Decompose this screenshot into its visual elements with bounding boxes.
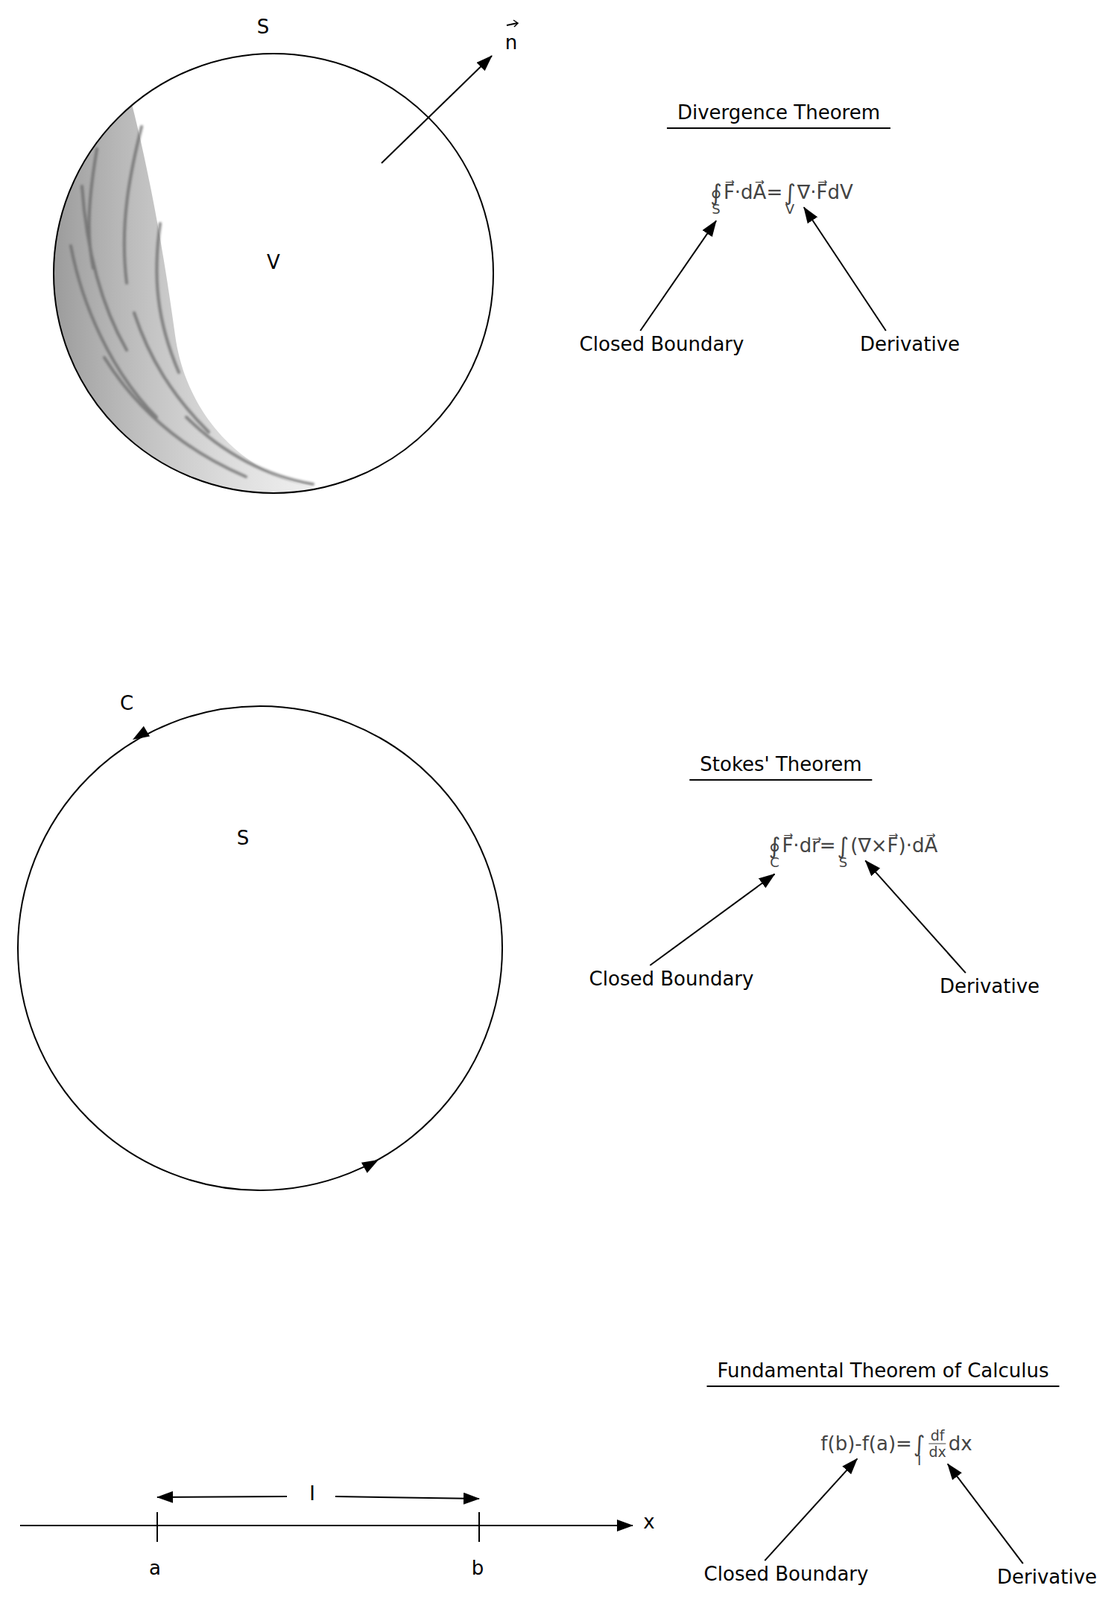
region-label: S <box>236 827 250 851</box>
streak <box>104 357 246 477</box>
integral-domain: C <box>769 855 780 871</box>
endpoint-label: a <box>149 1558 161 1581</box>
callout-label: Closed Boundary <box>704 1564 869 1587</box>
region-label: V <box>266 251 281 275</box>
leader-arrow <box>865 860 966 974</box>
circle-border <box>17 706 503 1191</box>
integral: ∫S <box>836 833 851 859</box>
streak <box>156 223 179 373</box>
denominator: dx <box>928 1444 946 1461</box>
shading-crescent <box>53 104 320 494</box>
region-label: C <box>119 693 134 716</box>
streak <box>124 126 142 284</box>
region-label: S <box>257 16 270 39</box>
interval-name: I <box>309 1483 316 1507</box>
streak <box>70 245 157 418</box>
formula-term: (∇×F⃗)·dA⃗ <box>850 835 938 857</box>
circle-border <box>53 53 494 494</box>
tick <box>156 1512 158 1543</box>
formula-term: dx <box>948 1433 973 1456</box>
theorem-title: Stokes' Theorem <box>689 754 872 781</box>
leader-arrow <box>649 874 775 966</box>
callout-label: Derivative <box>859 333 960 357</box>
leader-arrow <box>640 220 717 331</box>
streak <box>89 149 97 269</box>
callout-label: Closed Boundary <box>589 968 755 992</box>
integral: ∮S <box>708 180 724 205</box>
normal-arrow <box>381 55 492 164</box>
integral-domain: S <box>711 201 720 217</box>
vector-hat <box>513 20 518 27</box>
formula-term: F⃗·dr⃗= <box>781 835 836 857</box>
circle-region: CS <box>17 705 503 1192</box>
numerator: df <box>930 1428 945 1445</box>
x-axis <box>20 1525 633 1527</box>
formula: ∮SF⃗·dA⃗=∫V∇·F⃗dV <box>708 180 853 205</box>
integral-domain: S <box>839 855 848 871</box>
endpoint-label: b <box>471 1558 485 1581</box>
integral-domain: I <box>917 1453 922 1469</box>
integral-domain: V <box>785 201 795 217</box>
streak <box>134 312 209 433</box>
fraction: dfdx <box>928 1428 946 1461</box>
volume-shading <box>53 104 320 494</box>
callout-label: Closed Boundary <box>579 333 745 357</box>
callout-label: Derivative <box>939 976 1040 999</box>
theorem-title: Fundamental Theorem of Calculus <box>707 1360 1060 1388</box>
axis-label: x <box>643 1511 655 1535</box>
vector-name: n <box>505 32 518 55</box>
callout-label: Derivative <box>997 1567 1097 1590</box>
theorem-title: Divergence Theorem <box>666 102 891 129</box>
leader-arrow <box>947 1464 1024 1565</box>
formula: f(b)-f(a)=∫Idfdxdx <box>820 1428 972 1461</box>
tick <box>478 1512 480 1543</box>
interval-arrow <box>157 1497 287 1498</box>
integral: ∮C <box>767 833 783 859</box>
formula-term: f(b)-f(a)= <box>820 1433 912 1456</box>
formula-term: F⃗·dA⃗= <box>723 181 783 204</box>
shading-streaks <box>70 126 313 485</box>
circle-outline <box>17 705 503 1192</box>
circle-region: SV <box>52 52 495 495</box>
integral: ∫V <box>782 180 798 205</box>
interval-arrow <box>335 1497 480 1500</box>
leader-arrow <box>764 1459 857 1562</box>
leader-arrow <box>804 207 887 331</box>
integral: ∫I <box>912 1432 927 1457</box>
formula: ∮CF⃗·dr⃗=∫S(∇×F⃗)·dA⃗ <box>767 833 938 859</box>
formula-term: ∇·F⃗dV <box>797 181 854 204</box>
